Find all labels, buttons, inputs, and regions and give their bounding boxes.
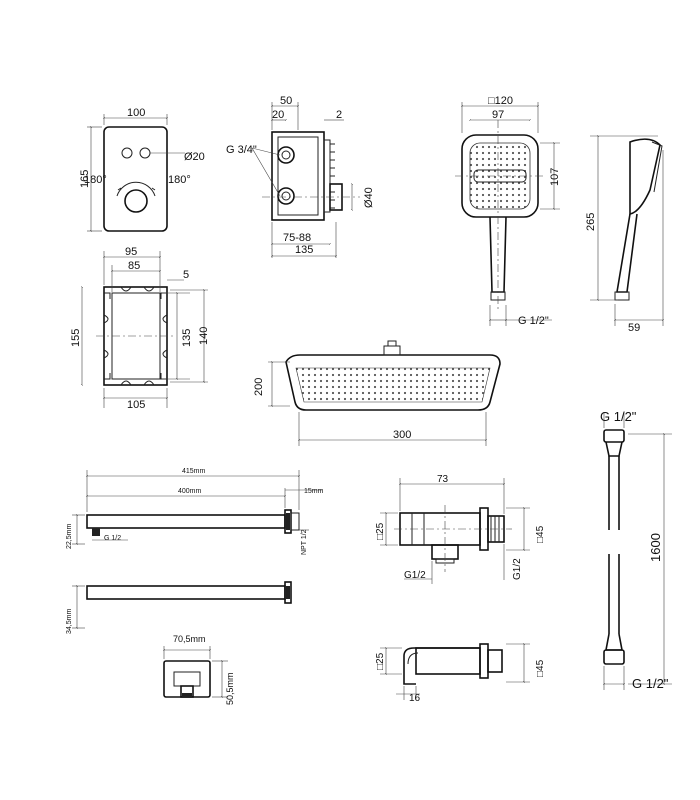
outlet-length-label: 73 <box>437 474 449 485</box>
hose-drawing: 1600 G 1/2" G 1/2" <box>600 409 672 691</box>
arm-side-height-label: 34,5mm <box>66 609 73 634</box>
arm-section-label: 22,5mm <box>66 524 73 549</box>
box-depth-total-label: 135 <box>295 244 313 256</box>
mixer-height-label: 165 <box>79 170 91 188</box>
hand-shower-depth-label: 59 <box>628 322 640 334</box>
rain-height-label: 200 <box>253 378 265 396</box>
mixer-width-label: 100 <box>127 107 145 119</box>
hose-length-label: 1600 <box>648 533 663 562</box>
arm-length-total-label: 415mm <box>182 468 206 475</box>
outlet-top-square-45-label: □45 <box>535 659 546 677</box>
rain-shower-drawing: 200 300 <box>253 340 501 446</box>
concealed-box-drawing: 50 20 2 G 3/4" Ø40 75-88 135 <box>226 95 375 258</box>
arm-flange-drawing: 70,5mm 50,5mm <box>162 634 235 705</box>
frame-width-95-label: 95 <box>125 246 137 258</box>
head-width-label: 97 <box>492 109 504 121</box>
frame-gap-5-label: 5 <box>183 269 189 281</box>
frame-height-140-label: 140 <box>198 327 210 345</box>
outlet-offset-16-label: 16 <box>409 693 421 704</box>
box-thread-label: G 3/4" <box>226 144 257 156</box>
angle-left-label: 180° <box>84 174 107 186</box>
flange-width-label: 70,5mm <box>173 634 206 644</box>
frame-width-105-label: 105 <box>127 399 145 411</box>
mixer-knob <box>124 189 148 213</box>
arm-thread-right-label: NPT 1/2 <box>301 529 308 555</box>
hand-shower-connection-label: G 1/2" <box>518 315 549 327</box>
button-left <box>121 147 133 159</box>
hose-bottom-thread-label: G 1/2" <box>632 676 669 691</box>
arm-thread-left-label: G 1/2 <box>104 535 121 542</box>
outlet-square-25-label: □25 <box>375 522 386 540</box>
box-dia-40-label: Ø40 <box>363 187 375 208</box>
arm-flange-depth-label: 15mm <box>304 488 324 495</box>
mounting-frame-drawing: 95 85 5 155 135 140 105 <box>70 246 210 411</box>
hand-shower-length-label: 265 <box>585 213 597 231</box>
outlet-diameter-label: Ø20 <box>184 151 205 163</box>
head-height-label: 107 <box>549 168 561 186</box>
flange-height-label: 50,5mm <box>225 672 235 705</box>
box-top-50-label: 50 <box>280 95 292 107</box>
frame-height-135-label: 135 <box>181 329 193 347</box>
frame-height-155-label: 155 <box>70 329 82 347</box>
button-right <box>139 147 151 159</box>
box-offset-2-label: 2 <box>336 109 342 121</box>
outlet-top-square-25-label: □25 <box>375 652 386 670</box>
shower-arm-drawing: 415mm 400mm 15mm 22,5mm G 1/2 NPT 1/2 34… <box>66 468 324 634</box>
head-square-label: □120 <box>488 95 513 107</box>
arm-length-label: 400mm <box>178 488 202 495</box>
hose-top-thread-label: G 1/2" <box>600 409 637 424</box>
box-top-20-label: 20 <box>272 109 284 121</box>
frame-width-85-label: 85 <box>128 260 140 272</box>
wall-outlet-drawing: 73 □25 □45 G1/2 G1/2 □25 □45 16 <box>375 474 546 704</box>
outlet-thread-right-label: G1/2 <box>512 558 523 580</box>
hand-shower-drawing: □120 97 107 G 1/2" 265 59 <box>455 95 665 334</box>
mixer-panel-drawing: 100 165 Ø20 180° 180° <box>79 107 205 233</box>
rain-width-label: 300 <box>393 429 411 441</box>
angle-right-label: 180° <box>168 174 191 186</box>
outlet-thread-left-label: G1/2 <box>404 570 426 581</box>
outlet-square-45-label: □45 <box>535 525 546 543</box>
box-depth-range-label: 75-88 <box>283 232 311 244</box>
